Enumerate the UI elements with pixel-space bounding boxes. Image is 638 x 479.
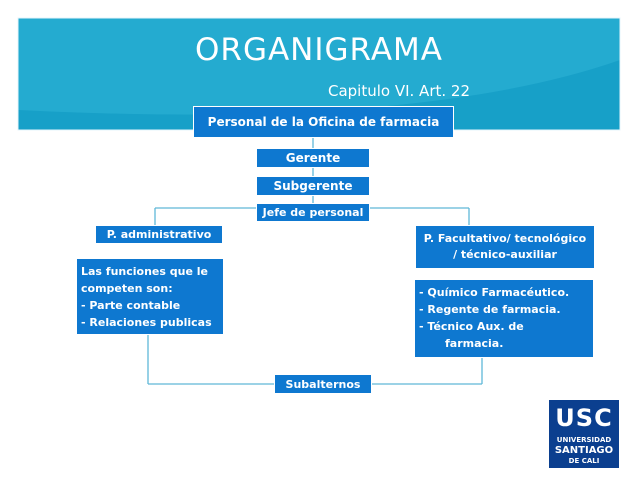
page-title: ORGANIGRAMA bbox=[195, 32, 443, 68]
admin-function-item: - Relaciones publicas bbox=[81, 316, 212, 329]
node-gerente: Gerente bbox=[256, 148, 370, 168]
role-item: - Técnico Aux. de bbox=[419, 320, 524, 333]
admin-functions-box: Las funciones que le competen son: - Par… bbox=[76, 258, 224, 335]
node-personal-oficina: Personal de la Oficina de farmacia bbox=[193, 106, 454, 138]
facultativo-roles-box: - Químico Farmacéutico. - Regente de far… bbox=[414, 279, 594, 358]
node-jefe-personal: Jefe de personal bbox=[256, 203, 370, 222]
connector-lines bbox=[147, 137, 483, 385]
admin-intro-line2: competen son: bbox=[81, 282, 173, 295]
node-p-administrativo: P. administrativo bbox=[95, 225, 223, 244]
logo-name: USC bbox=[555, 404, 613, 432]
admin-intro-line1: Las funciones que le bbox=[81, 265, 208, 278]
logo-line1: UNIVERSIDAD bbox=[556, 436, 612, 444]
logo-line3: DE CALI bbox=[568, 457, 600, 465]
header-wave bbox=[18, 18, 620, 115]
node-p-facultativo: P. Facultativo/ tecnológico / técnico-au… bbox=[415, 225, 595, 269]
role-item: - Químico Farmacéutico. bbox=[419, 286, 570, 299]
node-subalternos: Subalternos bbox=[274, 374, 372, 394]
role-item: - Regente de farmacia. bbox=[419, 303, 561, 316]
admin-function-item: - Parte contable bbox=[81, 299, 181, 312]
logo-line2: SANTIAGO bbox=[554, 445, 614, 456]
page-subtitle: Capitulo VI. Art. 22 bbox=[327, 82, 470, 100]
node-subgerente: Subgerente bbox=[256, 176, 370, 196]
usc-logo: USC UNIVERSIDAD SANTIAGO DE CALI bbox=[549, 400, 619, 468]
role-item-continuation: farmacia. bbox=[445, 337, 504, 350]
